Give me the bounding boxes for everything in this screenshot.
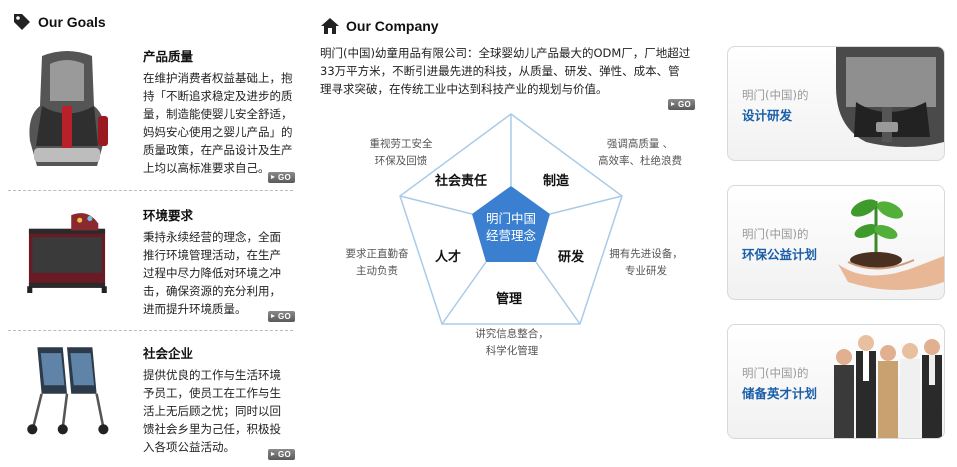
center-pentagon — [472, 186, 550, 262]
label-social: 社会责任 — [435, 174, 488, 189]
goal-line: 提供优良的工作与生活环境 — [143, 368, 281, 382]
card-title: 设计研发 — [742, 108, 793, 123]
divider — [8, 190, 293, 191]
label-management: 管理 — [496, 292, 523, 307]
note-manufacture: 强调高质量 、 高效率、杜绝浪费 — [585, 136, 695, 170]
note-social: 重视劳工安全 环保及回馈 — [358, 136, 444, 170]
intro-line: 33万平方米，不断引进最先进的科技，从质量、研发、弹性、成本、管 — [320, 64, 680, 78]
seedling-hands-photo — [838, 199, 944, 290]
label-manufacture: 制造 — [543, 174, 570, 189]
label-talent: 人才 — [435, 250, 462, 265]
goal-line: 秉持永续经营的理念，全面 — [143, 230, 281, 244]
management-philosophy-diagram: 明门中国 经营理念 社会责任 制造 人才 研发 管理 重视劳工安全 环保及回馈 … — [340, 110, 700, 360]
note-line: 拥有先进设备， — [609, 248, 683, 260]
goal-line: 妈妈安心使用之婴儿产品」的 — [143, 125, 293, 139]
card-eco-plan[interactable]: 明门(中国)的 环保公益计划 — [727, 185, 945, 300]
card-title: 储备英才计划 — [742, 386, 818, 401]
note-line: 专业研发 — [625, 265, 667, 277]
goal-title: 社会企业 — [143, 346, 194, 361]
goal-line: 活上无后顾之忧；同时以回 — [143, 404, 281, 418]
goal-body: 秉持永续经营的理念，全面 推行环境管理活动，在生产 过程中尽力降低对环境之冲 击… — [143, 228, 311, 318]
goal-line: 击，确保资源的充分利用， — [143, 284, 281, 298]
note-line: 强调高质量 、 — [606, 138, 674, 150]
note-line: 科学化管理 — [485, 345, 539, 357]
goal-line: 过程中尽力降低对环境之冲 — [143, 266, 281, 280]
company-intro: 明门(中国)幼童用品有限公司：全球婴幼儿产品最大的ODM厂，厂地超过 33万平方… — [320, 44, 710, 98]
goal-line: 馈社会乡里为己任，积极投 — [143, 422, 281, 436]
goal-line: 在维护消费者权益基础上，抱 — [143, 71, 293, 85]
outer-pentagon — [399, 113, 623, 325]
intro-line: 明门(中国)幼童用品有限公司：全球婴幼儿产品最大的ODM厂，厂地超过 — [320, 46, 691, 60]
go-button-quality[interactable]: GO — [268, 172, 296, 183]
tag-icon — [14, 14, 30, 30]
note-line: 高效率、杜绝浪费 — [598, 155, 682, 167]
note-line: 环保及回馈 — [374, 155, 428, 167]
goal-body: 提供优良的工作与生活环境 予员工，使员工在工作与生 活上无后顾之忧；同时以回 馈… — [143, 366, 311, 456]
intro-line: 理寻求突破，在传统工业中达到科技产业的规划与价值。 — [320, 82, 608, 96]
goal-title: 产品质量 — [143, 49, 194, 64]
go-button-company[interactable]: GO — [668, 99, 696, 110]
divider — [8, 330, 293, 331]
home-icon — [321, 18, 339, 34]
card-subtitle: 明门(中国)的 — [742, 366, 809, 380]
card-title: 环保公益计划 — [742, 247, 818, 262]
team-photo — [834, 335, 942, 438]
label-rd: 研发 — [558, 250, 585, 265]
company-title: Our Company — [346, 18, 439, 34]
goals-title: Our Goals — [38, 14, 106, 30]
goal-line: 入各项公益活动。 — [143, 440, 235, 454]
note-line: 重视劳工安全 — [369, 138, 433, 150]
goal-line: 上均以高标准要求自己。 — [143, 161, 270, 175]
card-subtitle: 明门(中国)的 — [742, 227, 809, 241]
car-seat-image — [29, 51, 108, 166]
card-subtitle: 明门(中国)的 — [742, 88, 809, 102]
goal-title: 环境要求 — [143, 208, 194, 223]
card-talent-plan[interactable]: 明门(中国)的 储备英才计划 — [727, 324, 945, 439]
note-line: 讲究信息整合， — [475, 328, 549, 340]
note-talent: 要求正直勤奋 主动负责 — [340, 246, 414, 280]
center-line: 明门中国 — [485, 211, 536, 226]
note-management: 讲究信息整合， 科学化管理 — [464, 326, 560, 360]
goal-line: 予员工，使员工在工作与生 — [143, 386, 281, 400]
note-rd: 拥有先进设备， 专业研发 — [606, 246, 686, 280]
play-yard-image — [27, 213, 107, 293]
note-line: 要求正直勤奋 — [345, 248, 409, 260]
center-text: 明门中国 经营理念 — [477, 210, 545, 244]
go-button-social[interactable]: GO — [268, 449, 296, 460]
center-line: 经营理念 — [485, 228, 536, 243]
goal-line: 质量政策，在产品设计及生产 — [143, 143, 293, 157]
goal-line: 推行环境管理活动，在生产 — [143, 248, 281, 262]
goal-line: 进而提升环境质量。 — [143, 302, 247, 316]
goal-line: 量，制造能使婴儿安全舒适， — [143, 107, 293, 121]
goals-heading: Our Goals — [12, 12, 106, 32]
go-button-environment[interactable]: GO — [268, 311, 296, 322]
note-line: 主动负责 — [356, 265, 398, 277]
car-seat-photo — [836, 47, 944, 147]
goal-body: 在维护消费者权益基础上，抱 持「不断追求稳定及进步的质 量，制造能使婴儿安全舒适… — [143, 69, 311, 177]
goal-line: 持「不断追求稳定及进步的质 — [143, 89, 293, 103]
company-heading: Our Company — [320, 16, 439, 36]
pentagon-graphic — [399, 113, 623, 325]
card-design-rd[interactable]: 明门(中国)的 设计研发 — [727, 46, 945, 161]
double-stroller-image — [27, 347, 109, 435]
